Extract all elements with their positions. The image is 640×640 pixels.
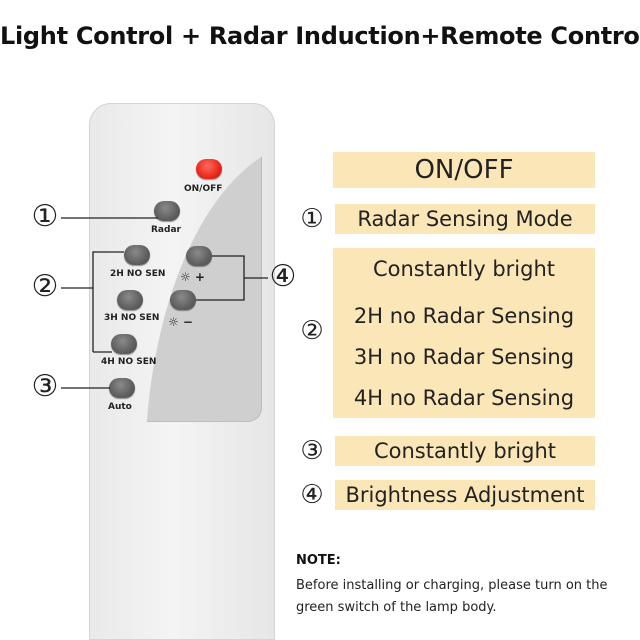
callout-number-2: ② [31,269,59,304]
legend-number-4: ④ [300,480,324,510]
4h-no-sensing-label: 4H NO SEN [101,357,157,367]
radar-label: Radar [151,225,181,235]
legend-number-3: ③ [300,436,324,466]
radar-button[interactable] [154,201,180,221]
2h-no-sensing-label: 2H NO SEN [110,269,166,279]
3h-no-sensing-button[interactable] [117,290,143,310]
brightness-up-button[interactable] [186,246,212,266]
page-headline: Light Control + Radar Induction+Remote C… [0,22,640,50]
callout-number-4: ④ [269,259,297,294]
on-off-button[interactable] [196,159,222,179]
note-title: NOTE: [296,553,341,568]
legend-item-2-box [333,248,595,418]
legend-item-2-line-1: Constantly bright [372,257,556,281]
callout-bracket-2 [92,251,124,352]
auto-button[interactable] [109,378,135,398]
legend-item-1: Radar Sensing Mode [335,204,595,234]
legend-item-3: Constantly bright [335,436,595,466]
callout-number-3: ③ [31,369,59,404]
legend-onoff: ON/OFF [333,152,595,188]
auto-label: Auto [108,402,132,412]
4h-no-sensing-button[interactable] [111,334,137,354]
3h-no-sensing-label: 3H NO SEN [104,313,160,323]
callout-number-1: ① [31,199,59,234]
brightness-up-label: ☼ + [180,270,205,284]
on-off-label: ON/OFF [184,184,223,194]
note-text: Before installing or charging, please tu… [296,578,608,615]
legend-item-4: Brightness Adjustment [335,480,595,510]
legend-number-2: ② [300,316,324,346]
2h-no-sensing-button[interactable] [124,245,150,265]
legend-number-1: ① [300,204,324,234]
legend-item-2-line-4: 4H no Radar Sensing [353,386,575,410]
brightness-down-button[interactable] [170,290,196,310]
legend-item-2-line-2: 2H no Radar Sensing [353,304,575,328]
callout-bracket-4 [196,255,245,301]
legend-item-2-line-3: 3H no Radar Sensing [353,345,575,369]
brightness-down-label: ☼ − [168,315,193,329]
